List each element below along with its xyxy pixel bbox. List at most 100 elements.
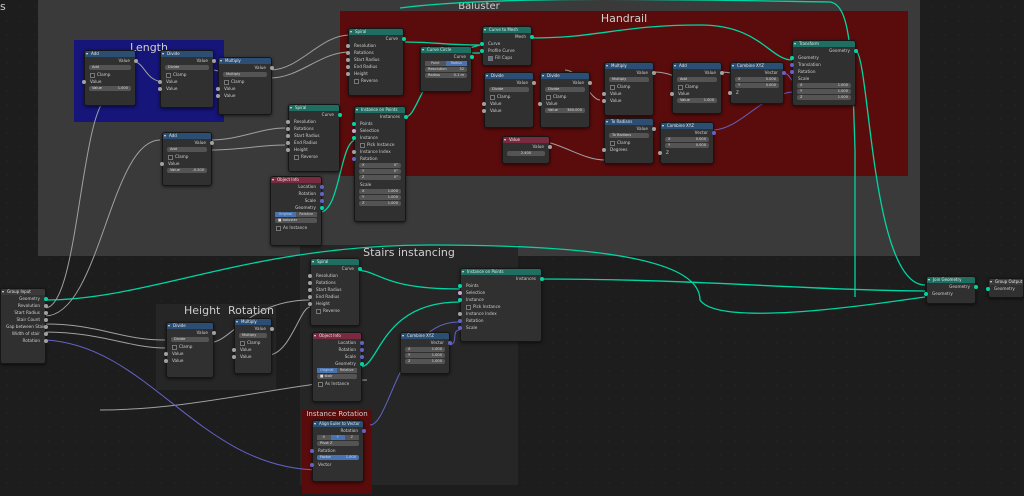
operation-dropdown[interactable]: Divide bbox=[171, 337, 209, 342]
reverse-checkbox[interactable]: Reverse bbox=[289, 153, 339, 160]
as-instance-checkbox[interactable]: As Instance bbox=[313, 380, 361, 387]
clamp-checkbox[interactable]: Clamp bbox=[485, 93, 533, 100]
socket-selection[interactable]: Selection bbox=[458, 289, 541, 296]
operation-dropdown[interactable]: Add bbox=[167, 147, 207, 152]
node-join-geometry[interactable]: Join Geometry Geometry Geometry bbox=[924, 276, 978, 304]
node-group-input[interactable]: Group Input Geometry Revolution Start Ra… bbox=[0, 288, 48, 364]
socket-value-in-1[interactable]: Value bbox=[602, 90, 653, 97]
socket-value-out[interactable]: Value bbox=[673, 69, 724, 76]
node-spiral-bottom[interactable]: Spiral Curve Resolution Rotations Start … bbox=[308, 258, 362, 326]
socket-vector-out[interactable]: Vector bbox=[661, 129, 716, 136]
node-header[interactable]: Add bbox=[673, 63, 721, 69]
socket-curve-in[interactable]: Curve bbox=[480, 40, 531, 47]
socket-instance[interactable]: Instance bbox=[458, 296, 541, 303]
socket-rotation-out[interactable]: Rotation bbox=[313, 427, 366, 434]
socket-scale[interactable]: Scale bbox=[458, 324, 541, 331]
socket-curve-out[interactable]: Curve bbox=[421, 53, 474, 60]
node-spiral-top[interactable]: Spiral Curve Resolution Rotations Start … bbox=[346, 28, 406, 96]
rotation-z-field[interactable]: Z 0° bbox=[359, 175, 401, 180]
socket-z-in[interactable]: Z bbox=[728, 89, 783, 96]
socket-degrees[interactable]: Degrees bbox=[602, 146, 653, 153]
socket-rotation-in[interactable]: Rotation bbox=[310, 447, 363, 454]
socket-value-out[interactable]: Value bbox=[605, 69, 656, 76]
socket-value-out[interactable]: Value bbox=[503, 143, 552, 150]
socket-points[interactable]: Points bbox=[458, 282, 541, 289]
value-field[interactable]: 2.400 bbox=[507, 151, 545, 156]
operation-dropdown[interactable]: Add bbox=[677, 77, 717, 82]
socket-instance[interactable]: Instance bbox=[352, 134, 405, 141]
socket-geometry[interactable]: Geometry bbox=[1, 295, 48, 302]
node-divide-handrail-2[interactable]: Divide Value Divide Clamp Value Value 36… bbox=[538, 72, 592, 128]
node-spiral-mid[interactable]: Spiral Curve Resolution Rotations Start … bbox=[286, 104, 342, 172]
y-field[interactable]: Y 1.000 bbox=[405, 353, 445, 358]
node-header[interactable]: Object Info bbox=[271, 177, 321, 183]
node-header[interactable]: Group Input bbox=[1, 289, 45, 295]
node-object-info-bottom[interactable]: Object Info Location Rotation Scale Geom… bbox=[312, 332, 364, 402]
node-multiply-bottom[interactable]: Multiply Value Multiply Clamp Value Valu… bbox=[232, 318, 274, 374]
rotation-x-field[interactable]: X 0° bbox=[359, 163, 401, 168]
socket-selection[interactable]: Selection bbox=[352, 127, 405, 134]
clamp-checkbox[interactable]: Clamp bbox=[235, 339, 271, 346]
node-header[interactable]: Object Info bbox=[313, 333, 361, 339]
scale-z-field[interactable]: Z 1.000 bbox=[797, 95, 851, 100]
socket-curve-out[interactable]: Curve bbox=[349, 35, 406, 42]
socket-curve-out[interactable]: Curve bbox=[311, 265, 362, 272]
socket-resolution[interactable]: Resolution bbox=[346, 42, 403, 49]
socket-value-in[interactable]: Value bbox=[82, 78, 135, 85]
object-selector[interactable]: ■ baluster bbox=[275, 218, 317, 223]
pick-instance-checkbox[interactable]: Pick Instance bbox=[355, 141, 405, 148]
socket-geometry[interactable]: Geometry bbox=[271, 204, 324, 211]
socket-vector-out[interactable]: Vector bbox=[401, 339, 452, 346]
socket-value-out[interactable]: Value bbox=[85, 57, 138, 64]
socket-vector-in[interactable]: Vector bbox=[310, 461, 363, 468]
socket-value-in-2[interactable]: Value bbox=[232, 353, 271, 360]
socket-resolution[interactable]: Resolution bbox=[286, 118, 339, 125]
node-combine-xyz-handrail-1[interactable]: Combine XYZ Vector X 0.000 Y 0.000 Z bbox=[728, 62, 786, 104]
pivot-dropdown[interactable]: Pivot Z bbox=[317, 441, 359, 446]
socket-rotation[interactable]: Rotation bbox=[790, 68, 855, 75]
clamp-checkbox[interactable]: Clamp bbox=[673, 83, 721, 90]
scale-y-field[interactable]: Y 1.000 bbox=[797, 89, 851, 94]
node-header[interactable]: Add bbox=[85, 51, 135, 57]
socket-scale[interactable]: Scale bbox=[271, 197, 324, 204]
object-selector[interactable]: ■ stair bbox=[317, 374, 357, 379]
node-header[interactable]: Divide bbox=[167, 323, 213, 329]
node-header[interactable]: Combine XYZ bbox=[731, 63, 783, 69]
socket-start-radius[interactable]: Start Radius bbox=[346, 56, 403, 63]
value-field[interactable]: Value 1.000 bbox=[677, 98, 717, 103]
socket-profile-curve[interactable]: Profile Curve bbox=[480, 47, 531, 54]
z-field[interactable]: Z 1.000 bbox=[405, 359, 445, 364]
clamp-checkbox[interactable]: Clamp bbox=[605, 83, 653, 90]
socket-value-in-1[interactable]: Value bbox=[158, 78, 213, 85]
socket-value-out[interactable]: Value bbox=[605, 125, 656, 132]
socket-rotation[interactable]: Rotation bbox=[1, 337, 48, 344]
socket-rotations[interactable]: Rotations bbox=[286, 125, 339, 132]
socket-value-in-1[interactable]: Value bbox=[538, 100, 589, 107]
node-header[interactable]: Value bbox=[503, 137, 549, 143]
node-header[interactable]: Multiply bbox=[605, 63, 653, 69]
socket-height[interactable]: Height bbox=[346, 70, 403, 77]
node-header[interactable]: Join Geometry bbox=[927, 277, 975, 283]
socket-points[interactable]: Points bbox=[352, 120, 405, 127]
operation-dropdown[interactable]: Divide bbox=[545, 87, 585, 92]
socket-rotation[interactable]: Rotation bbox=[458, 317, 541, 324]
y-field[interactable]: Y 0.000 bbox=[735, 83, 779, 88]
x-field[interactable]: X 1.000 bbox=[405, 347, 445, 352]
node-header[interactable]: Spiral bbox=[349, 29, 403, 35]
socket-end-radius[interactable]: End Radius bbox=[346, 63, 403, 70]
operation-dropdown[interactable]: Multiply bbox=[223, 72, 267, 77]
socket-resolution[interactable]: Resolution bbox=[308, 272, 359, 279]
node-header[interactable]: Curve Circle bbox=[421, 47, 471, 53]
y-field[interactable]: Y 0.000 bbox=[665, 143, 709, 148]
pick-instance-checkbox[interactable]: Pick Instance bbox=[461, 303, 541, 310]
socket-width[interactable]: Width of stair bbox=[1, 330, 48, 337]
reverse-checkbox[interactable]: Reverse bbox=[311, 307, 359, 314]
factor-slider[interactable]: Factor 1.000 bbox=[317, 455, 359, 460]
socket-start-radius[interactable]: Start Radius bbox=[286, 132, 339, 139]
node-header[interactable]: Spiral bbox=[311, 259, 359, 265]
node-header[interactable]: Divide bbox=[541, 73, 589, 79]
socket-value-in-1[interactable]: Value bbox=[482, 100, 533, 107]
